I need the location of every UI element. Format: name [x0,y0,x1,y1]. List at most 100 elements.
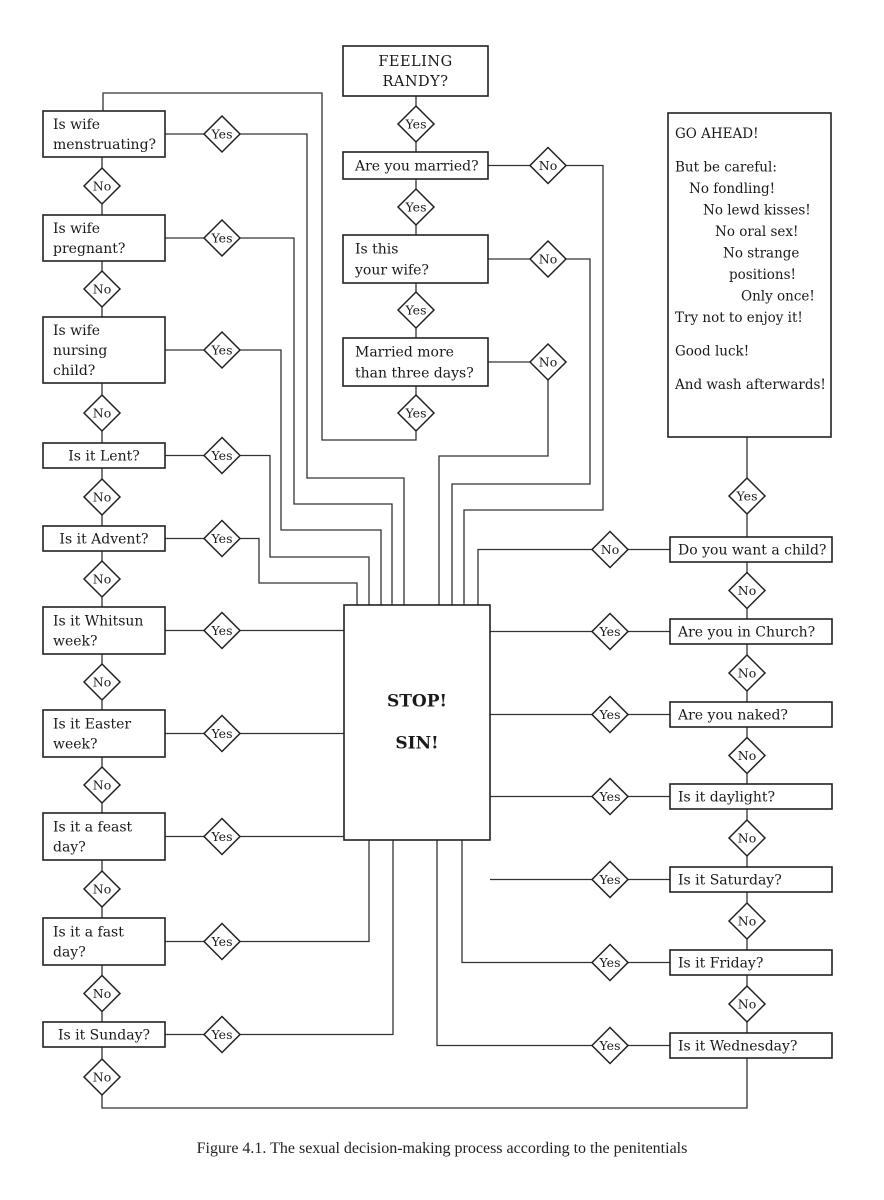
question-wednesday-text: Is it Wednesday? [678,1039,797,1055]
question-your-wife-text: Is this [355,242,398,258]
go-ahead-line: No oral sex! [715,224,798,240]
decision-diamond [396,290,436,330]
start-feeling-randy-text: FEELING [378,54,452,70]
start-feeling-randy-text: RANDY? [382,74,448,90]
decision-diamond [82,477,122,517]
question-fast-box [42,917,166,966]
decision-diamond [590,860,630,899]
decision-label: No [93,986,111,1001]
question-nursing-text: Is wife [53,323,100,339]
question-easter-text: Is it Easter [53,717,131,733]
question-want-child-text: Do you want a child? [678,543,826,559]
decision-diamond [202,817,242,856]
decision-diamond [528,239,568,279]
question-advent-text: Is it Advent? [59,532,148,548]
yes-to-stop [165,133,405,605]
decision-label: Yes [405,406,427,421]
go-ahead-line: positions! [729,267,796,283]
no-decision: No [727,653,767,693]
yes-decision: Yes [396,187,436,227]
decision-diamond [528,342,568,382]
question-advent: Is it Advent? [42,525,166,552]
decision-diamond [82,393,122,433]
yes-decision: Yes [590,612,630,651]
go-ahead-line: GO AHEAD! [675,126,759,142]
start-feeling-randy: FEELING RANDY? [342,45,489,97]
question-wednesday-box [669,1032,833,1059]
yes-to-stop [165,237,393,605]
figure-caption: Figure 4.1. The sexual decision-making p… [196,1140,688,1157]
question-your-wife-text: your wife? [354,263,429,279]
decision-diamond [202,436,242,475]
flowchart-nodes: FEELING RANDY? Are you married? Is this your… [42,45,833,1097]
decision-label: No [93,675,111,690]
yes-decision: Yes [590,860,630,899]
yes-to-stop [165,840,394,1036]
question-church-box [669,618,833,645]
decision-diamond [590,530,630,569]
decision-diamond [727,818,767,858]
yes-decision: Yes [202,1015,242,1054]
question-feast-box [42,812,166,861]
decision-diamond [727,653,767,693]
decision-label: No [738,748,756,763]
decision-label: Yes [599,955,621,970]
decision-label: No [93,490,111,505]
no-decision: No [727,571,767,610]
sunday-no-loop [101,1047,748,1109]
decision-label: Yes [211,343,233,358]
question-saturday: Is it Saturday? [669,866,833,893]
go-ahead-line: No strange [723,246,799,262]
question-your-wife: Is this your wife? [342,234,489,284]
decision-diamond [396,104,436,144]
question-naked-text: Are you naked? [677,708,788,724]
question-church: Are you in Church? [669,618,833,645]
yes-decision: Yes [202,519,242,558]
yes-decision: Yes [727,476,767,516]
decision-diamond [727,571,767,610]
yes-to-stop [165,840,370,943]
no-decision: No [528,239,568,279]
decision-diamond [202,114,242,154]
go-ahead-box: GO AHEAD!But be careful:No fondling!No l… [667,112,832,438]
decision-diamond [727,476,767,516]
decision-label: Yes [599,624,621,639]
decision-diamond [528,146,568,185]
decision-label: Yes [211,231,233,246]
no-decision: No [82,477,122,517]
no-decision: No [82,974,122,1013]
no-decision: No [82,559,122,599]
decision-label: No [738,831,756,846]
no-decision: No [82,869,122,909]
decision-diamond [590,777,630,816]
decision-diamond [727,736,767,775]
question-saturday-text: Is it Saturday? [678,873,782,889]
question-want-child: Do you want a child? [669,536,833,563]
no-decision: No [590,530,630,569]
stop-sin-text: STOP! [387,692,447,712]
question-saturday-box [669,866,833,893]
question-lent-box [42,442,166,469]
decision-diamond [590,695,630,734]
question-naked-box [669,701,833,728]
decision-label: Yes [211,531,233,546]
question-pregnant-text: Is wife [53,221,100,237]
decision-label: Yes [599,872,621,887]
question-nursing-text: nursing [53,343,107,359]
decision-label: Yes [211,1027,233,1042]
question-naked: Are you naked? [669,701,833,728]
question-married-three-days-box [342,337,489,387]
no-decision: No [82,269,122,309]
question-friday: Is it Friday? [669,949,833,976]
question-married-text: Are you married? [354,159,479,175]
yes-decision: Yes [202,330,242,370]
question-pregnant-box [42,214,166,262]
decision-label: No [738,914,756,929]
decision-diamond [396,393,436,433]
question-menstruating-box [42,110,166,158]
question-daylight-box [669,783,833,810]
